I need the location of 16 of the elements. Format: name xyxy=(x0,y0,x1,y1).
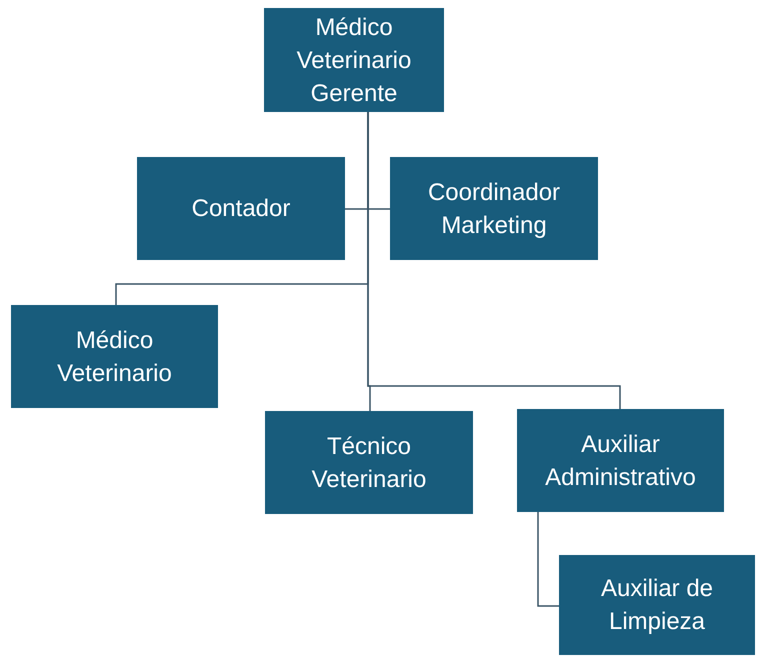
position-title: Médico Veterinario Gerente xyxy=(296,12,412,108)
position-box xyxy=(265,411,473,514)
position-box xyxy=(559,555,755,655)
position-box xyxy=(517,409,724,512)
position-box xyxy=(137,157,345,260)
position-title: Médico Veterinario xyxy=(56,326,173,388)
position-title: Auxiliar de Limpieza xyxy=(600,574,714,637)
position-box xyxy=(390,157,598,260)
position-title: Coordinador Marketing xyxy=(426,178,562,240)
position-box xyxy=(264,8,444,112)
position-title: Contador xyxy=(190,194,292,224)
position-title: Técnico Veterinario xyxy=(310,432,428,494)
connector-line xyxy=(537,512,559,607)
position-title: Auxiliar Administrativo xyxy=(544,430,697,492)
position-box xyxy=(11,305,218,408)
connector-line xyxy=(367,112,621,409)
